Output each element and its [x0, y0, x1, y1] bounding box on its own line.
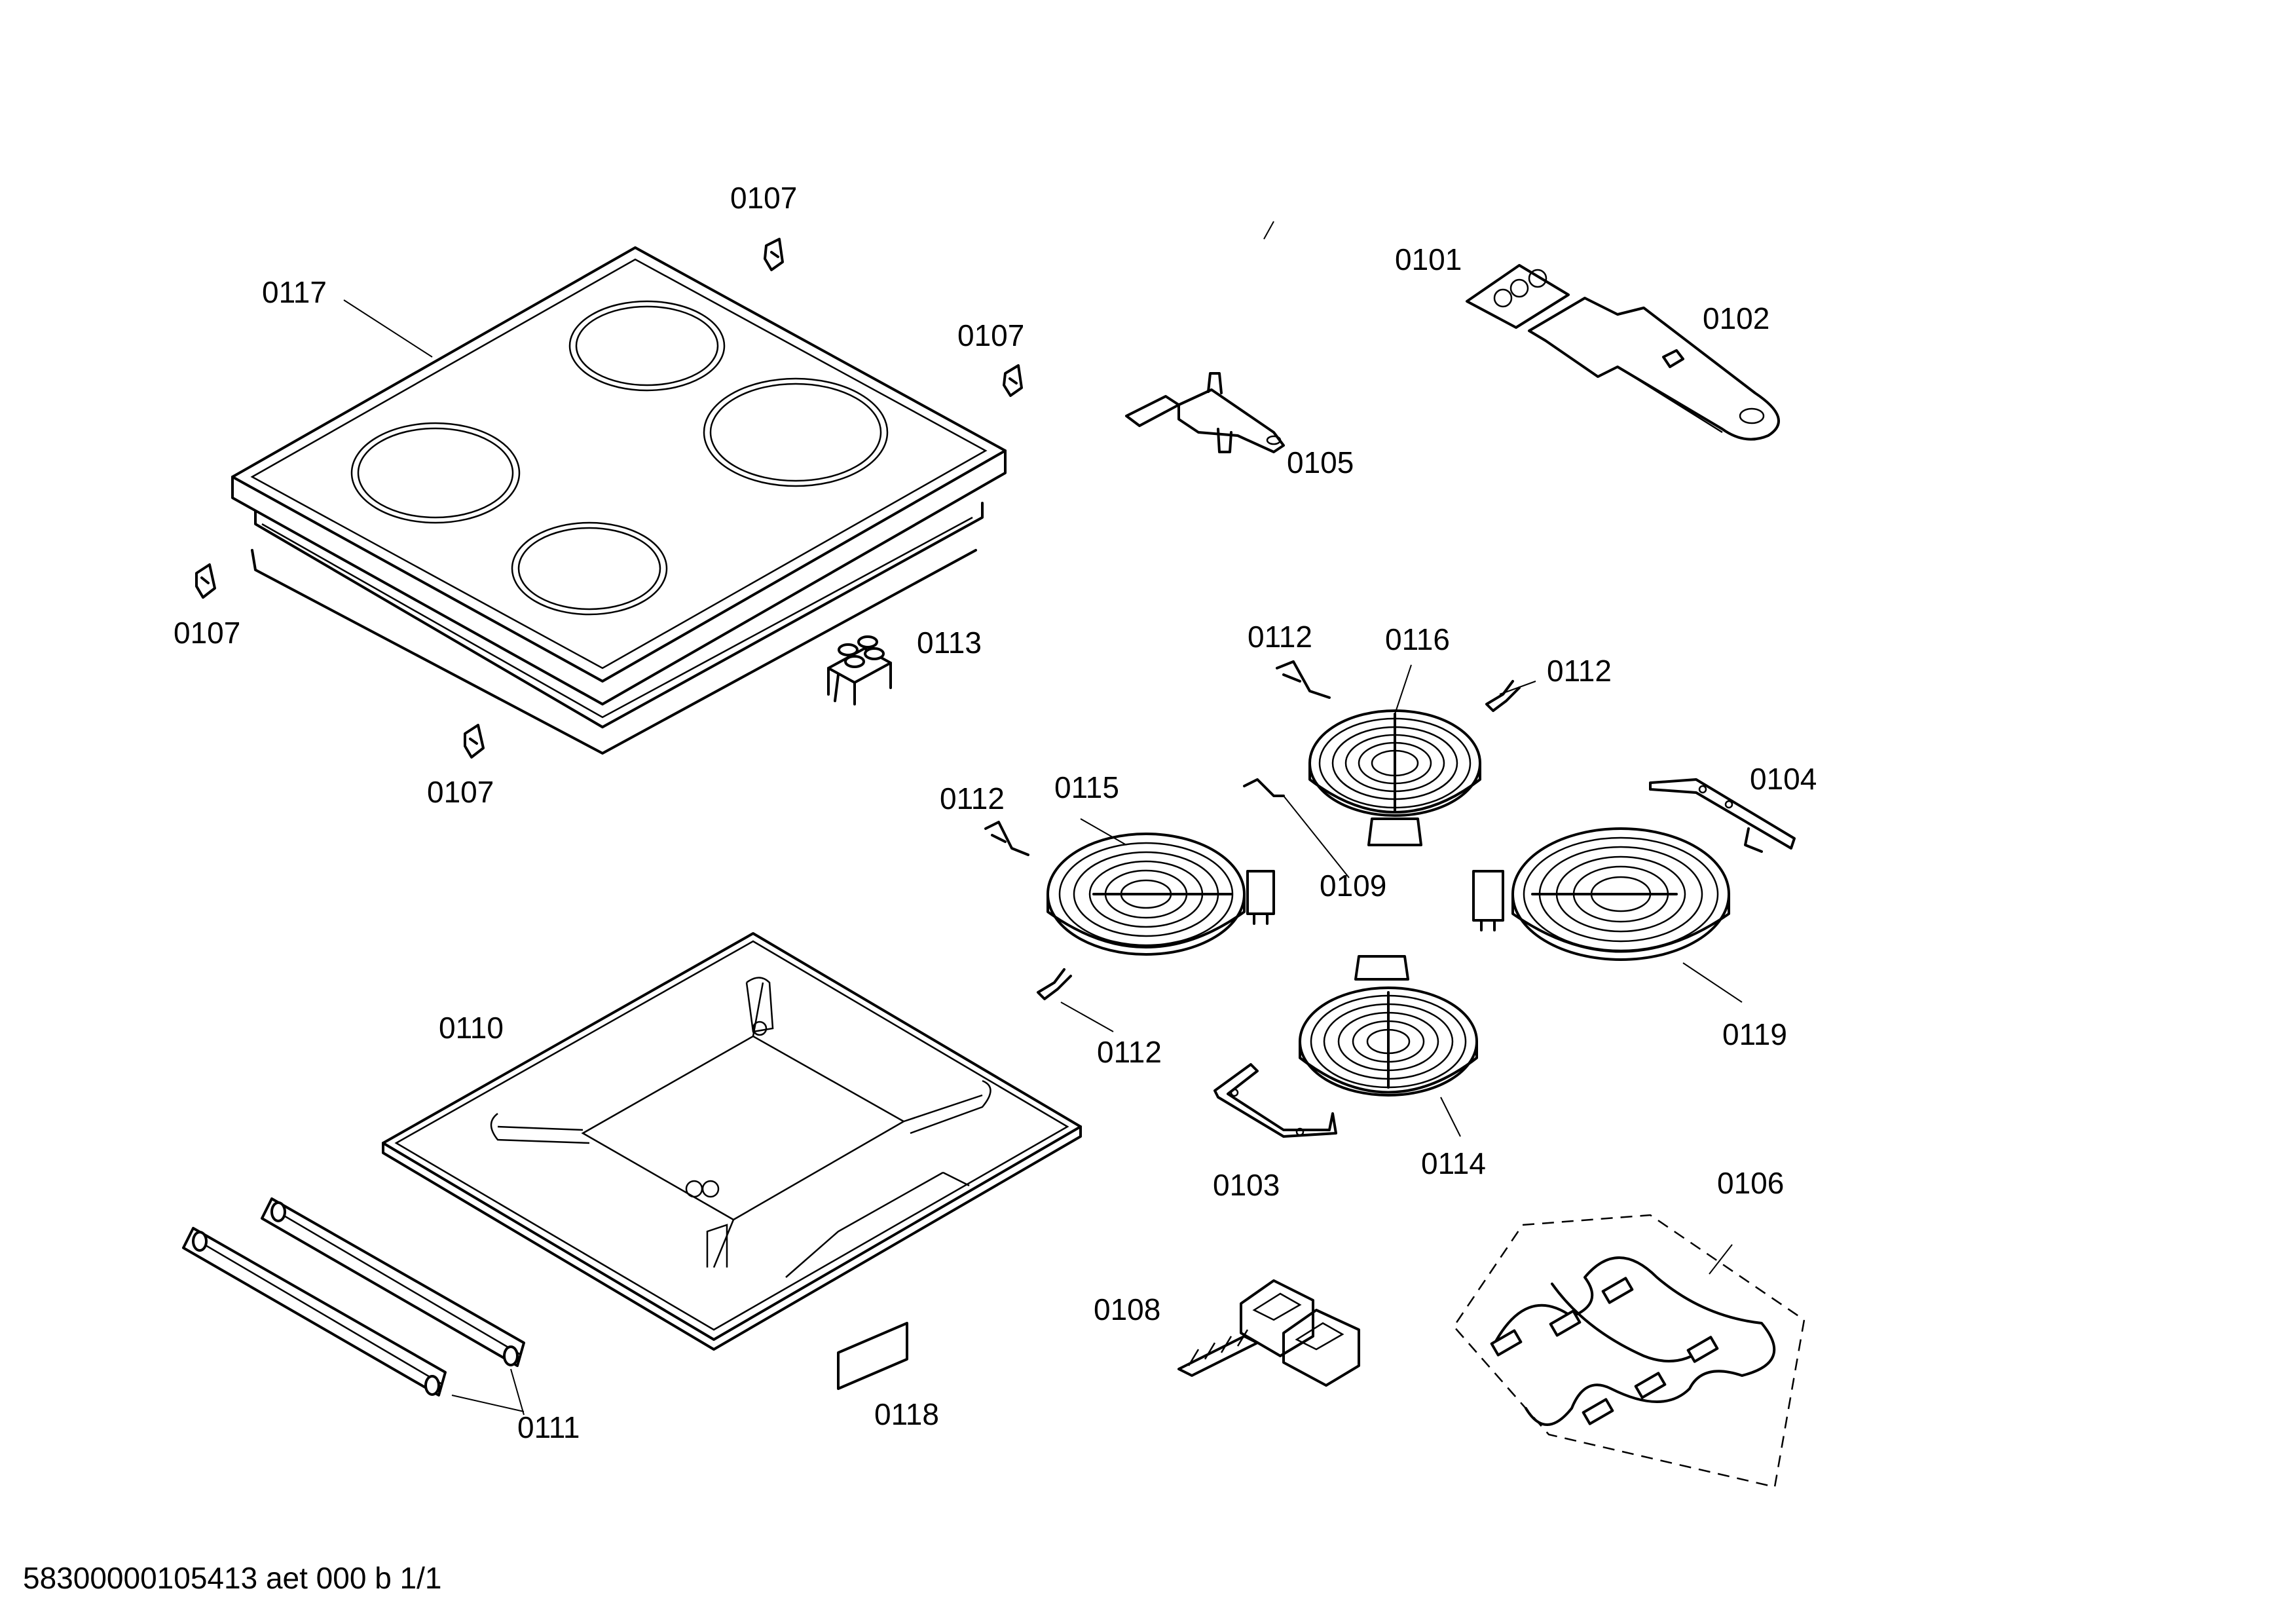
label-0112-bottom: 0112 — [1097, 1035, 1162, 1069]
terminal-block-0108 — [1177, 1279, 1360, 1387]
wire-0109 — [1243, 778, 1285, 797]
label-0116: 0116 — [1385, 622, 1450, 656]
leader-lines — [343, 221, 1743, 1416]
clip-0107-d — [464, 724, 485, 759]
label-0107-top: 0107 — [730, 181, 797, 215]
heater-0119 — [1472, 827, 1730, 961]
bracket-0104 — [1649, 778, 1796, 853]
label-0118: 0118 — [874, 1397, 939, 1431]
scraper-0101 — [1466, 264, 1570, 329]
label-0106: 0106 — [1717, 1166, 1784, 1200]
scraper-0102 — [1528, 297, 1780, 441]
wiring-harness-0106 — [1453, 1214, 1805, 1488]
clip-0107-c — [195, 563, 216, 599]
rail-0111-a — [261, 1197, 525, 1367]
spring-0112-a — [1276, 660, 1331, 699]
clip-0107-a — [764, 238, 784, 271]
spring-0112-c — [984, 821, 1029, 856]
label-0107-bottom: 0107 — [427, 775, 494, 809]
bottom-tray-0110 — [382, 932, 1082, 1351]
label-0112-left: 0112 — [940, 781, 1005, 816]
label-0110: 0110 — [439, 1011, 504, 1045]
label-0112-top-right: 0112 — [1547, 654, 1612, 688]
label-plate-0118 — [837, 1322, 908, 1390]
label-0117: 0117 — [262, 275, 327, 309]
label-0119: 0119 — [1722, 1017, 1787, 1051]
label-0109: 0109 — [1320, 869, 1386, 903]
rail-0111-b — [182, 1227, 447, 1397]
label-0111: 0111 — [517, 1410, 580, 1444]
clip-0107-b — [1003, 364, 1023, 397]
label-0103: 0103 — [1213, 1168, 1280, 1202]
label-0112-top-left: 0112 — [1248, 620, 1312, 654]
spring-0112-b — [1485, 680, 1521, 712]
spring-0112-d — [1037, 968, 1072, 1000]
label-0108: 0108 — [1094, 1292, 1160, 1326]
label-0101: 0101 — [1395, 242, 1462, 276]
label-0115: 0115 — [1054, 770, 1119, 804]
label-0114: 0114 — [1421, 1146, 1486, 1180]
label-0107-left: 0107 — [174, 616, 240, 650]
label-0102: 0102 — [1703, 301, 1769, 335]
label-0104: 0104 — [1750, 762, 1817, 796]
document-id-footer: 58300000105413 aet 000 b 1/1 — [23, 1561, 442, 1595]
label-0105: 0105 — [1287, 445, 1354, 479]
label-0107-right: 0107 — [957, 318, 1024, 352]
bracket-0103 — [1213, 1063, 1337, 1138]
cooktop-glass-0117 — [231, 246, 1007, 755]
heater-0116 — [1308, 709, 1481, 846]
label-0113: 0113 — [917, 626, 982, 660]
heater-0114 — [1299, 955, 1478, 1097]
heater-0115 — [1046, 833, 1275, 956]
spacer-0113 — [827, 635, 892, 705]
limiter-0105 — [1125, 372, 1285, 453]
